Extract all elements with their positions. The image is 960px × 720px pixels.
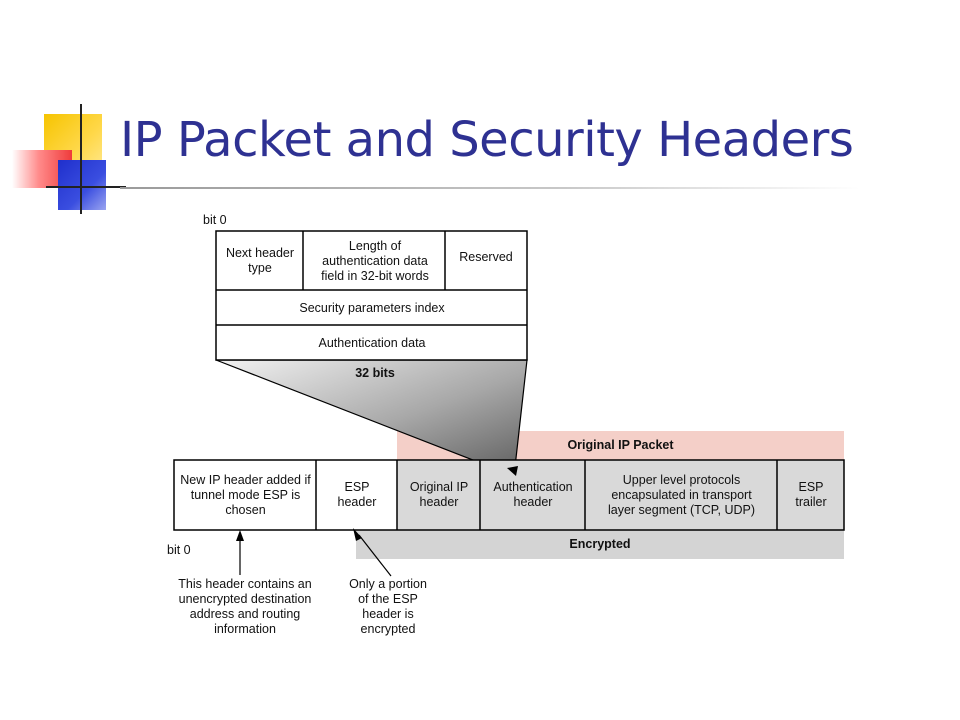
esp-header-cell: ESP header xyxy=(337,480,377,509)
original-ip-header-cell: Original IP header xyxy=(409,480,469,509)
shaded-packet-cells xyxy=(397,460,844,530)
auth-bit-label: bit 0 xyxy=(203,213,227,227)
logo-vertical-line xyxy=(80,104,82,214)
funnel-arrow-head xyxy=(507,466,518,476)
encrypted-band xyxy=(356,530,844,559)
authentication-header-cell: Authentication header xyxy=(493,480,573,509)
auth-data-cell: Authentication data xyxy=(318,335,426,350)
arrow-new-ip-head xyxy=(236,530,244,541)
encrypted-label: Encrypted xyxy=(569,537,631,551)
unencrypted-header-note: This header contains an unencrypted dest… xyxy=(178,577,312,636)
width-label: 32 bits xyxy=(355,365,395,380)
original-ip-packet-label: Original IP Packet xyxy=(567,438,674,452)
reserved-cell: Reserved xyxy=(459,249,513,264)
upper-level-protocols-cell: Upper level protocols encapsulated in tr… xyxy=(607,472,756,517)
new-ip-header-cell: New IP header added if tunnel mode ESP i… xyxy=(180,472,311,517)
packet-row xyxy=(173,459,845,531)
arrow-esp-head xyxy=(353,528,362,541)
unshaded-packet-cells xyxy=(174,460,397,530)
esp-portion-note: Only a portion of the ESP header is encr… xyxy=(349,577,427,636)
length-cell: Length of authentication data field in 3… xyxy=(321,238,429,283)
next-header-cell: Next header type xyxy=(225,246,295,275)
title-underline xyxy=(120,187,860,189)
arrow-esp-shaft xyxy=(358,534,392,577)
spi-cell: Security parameters index xyxy=(299,300,445,315)
slide-title: IP Packet and Security Headers xyxy=(120,112,854,168)
auth-header-table xyxy=(215,230,528,361)
logo-blue-square xyxy=(58,160,106,210)
packet-bit-label: bit 0 xyxy=(167,543,191,557)
logo-horizontal-line xyxy=(46,186,126,188)
esp-trailer-cell: ESP trailer xyxy=(795,480,827,509)
logo-decoration xyxy=(0,100,140,220)
